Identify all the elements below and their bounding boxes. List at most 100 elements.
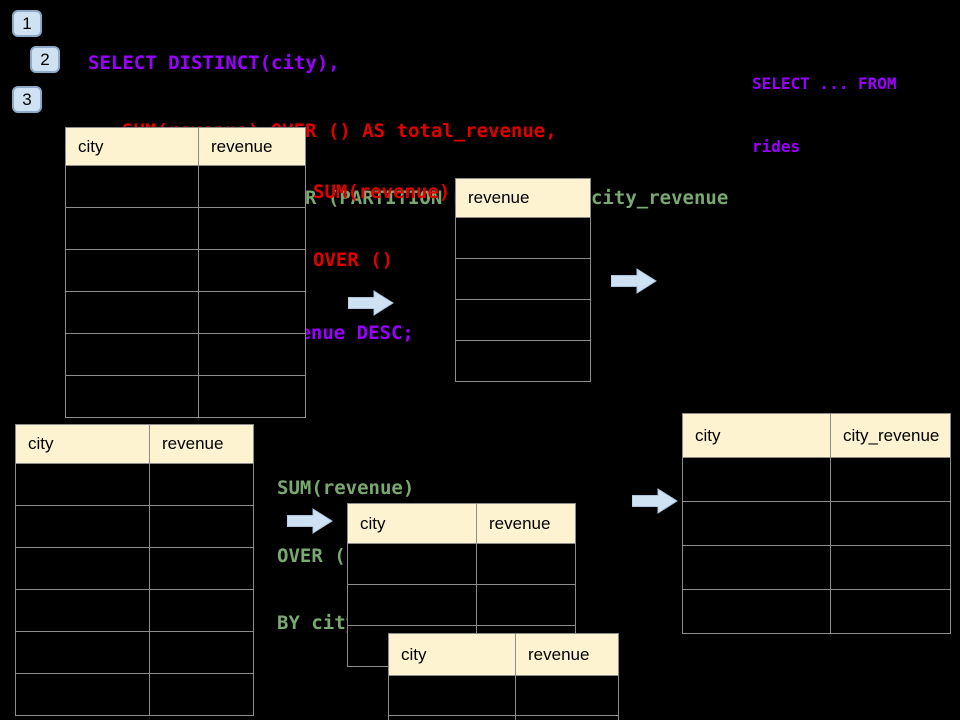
step-badge-label: 2: [40, 49, 50, 69]
table-header-row: city revenue: [388, 633, 619, 676]
empty-cell: [198, 249, 306, 292]
annotation-line: SUM(revenue): [313, 181, 451, 203]
column-header-revenue: revenue: [149, 424, 254, 464]
empty-cell: [65, 291, 199, 334]
step-badge-3: 3: [12, 86, 42, 113]
table-row: [65, 165, 306, 208]
empty-cell: [347, 584, 477, 626]
empty-cell: [830, 501, 951, 546]
column-header-city: city: [682, 413, 831, 458]
table-rides-source-2: city revenue: [15, 424, 254, 716]
empty-cell: [15, 547, 150, 590]
right-arrow-icon: [611, 268, 657, 294]
empty-cell: [15, 589, 150, 632]
table-row: [65, 375, 306, 418]
empty-cell: [347, 543, 477, 585]
empty-cell: [149, 463, 254, 506]
empty-cell: [515, 675, 619, 716]
table-row: [682, 457, 951, 502]
empty-cell: [149, 631, 254, 674]
table-row: [65, 333, 306, 376]
empty-cell: [65, 249, 199, 292]
table-row: [65, 249, 306, 292]
step-badge-1: 1: [12, 10, 42, 37]
empty-cell: [476, 584, 576, 626]
empty-cell: [682, 589, 831, 634]
table-row: [388, 715, 619, 720]
side-note-line1: SELECT ... FROM: [752, 74, 897, 93]
annotation-line: SUM(revenue): [277, 477, 415, 499]
total-revenue-annotation: SUM(revenue) OVER (): [313, 136, 450, 316]
empty-cell: [455, 258, 591, 300]
table-row: [347, 543, 576, 585]
table-row: [455, 340, 591, 382]
table-header-row: city revenue: [65, 127, 306, 166]
empty-cell: [682, 457, 831, 502]
empty-cell: [65, 207, 199, 250]
table-row: [15, 463, 254, 506]
empty-cell: [198, 333, 306, 376]
empty-cell: [682, 501, 831, 546]
table-row: [65, 291, 306, 334]
column-header-revenue: revenue: [198, 127, 306, 166]
empty-cell: [455, 340, 591, 382]
empty-cell: [388, 715, 516, 720]
empty-cell: [515, 715, 619, 720]
empty-cell: [149, 547, 254, 590]
table-total-revenue: revenue: [455, 178, 591, 382]
column-header-city: city: [65, 127, 199, 166]
column-header-city: city: [347, 503, 477, 544]
empty-cell: [149, 673, 254, 716]
empty-cell: [15, 631, 150, 674]
table-row: [347, 584, 576, 626]
right-arrow-icon: [632, 488, 678, 514]
table-row: [682, 501, 951, 546]
column-header-revenue: revenue: [455, 178, 591, 218]
sql-line-select: SELECT DISTINCT(city),: [88, 52, 340, 74]
step-badge-label: 1: [22, 13, 32, 33]
table-row: [682, 589, 951, 634]
empty-cell: [455, 299, 591, 341]
empty-cell: [15, 505, 150, 548]
empty-cell: [830, 589, 951, 634]
side-note-line2: rides: [752, 137, 801, 156]
empty-cell: [455, 217, 591, 259]
table-row: [15, 505, 254, 548]
empty-cell: [65, 375, 199, 418]
table-row: [15, 631, 254, 674]
empty-cell: [198, 375, 306, 418]
table-row: [455, 299, 591, 341]
empty-cell: [198, 165, 306, 208]
column-header-city: city: [15, 424, 150, 464]
sql-side-note: SELECT ... FROM rides: [752, 31, 897, 199]
table-row: [65, 207, 306, 250]
table-row: [15, 589, 254, 632]
table-row: [388, 675, 619, 716]
table-row: [455, 217, 591, 259]
empty-cell: [65, 165, 199, 208]
empty-cell: [388, 675, 516, 716]
empty-cell: [476, 543, 576, 585]
annotation-line: OVER (): [313, 248, 394, 271]
empty-cell: [15, 673, 150, 716]
table-row: [455, 258, 591, 300]
table-header-row: city revenue: [15, 424, 254, 464]
empty-cell: [149, 505, 254, 548]
step-badge-2: 2: [30, 46, 60, 73]
table-rides-source: city revenue: [65, 127, 306, 418]
table-partition-group-overlap: city revenue: [388, 633, 619, 720]
empty-cell: [830, 457, 951, 502]
table-header-row: city revenue: [347, 503, 576, 544]
empty-cell: [830, 545, 951, 590]
column-header-revenue: revenue: [515, 633, 619, 676]
column-header-revenue: revenue: [476, 503, 576, 544]
column-header-city-revenue: city_revenue: [830, 413, 951, 458]
table-row: [15, 547, 254, 590]
empty-cell: [149, 589, 254, 632]
right-arrow-icon: [287, 508, 333, 534]
table-header-row: revenue: [455, 178, 591, 218]
empty-cell: [15, 463, 150, 506]
empty-cell: [65, 333, 199, 376]
empty-cell: [198, 291, 306, 334]
